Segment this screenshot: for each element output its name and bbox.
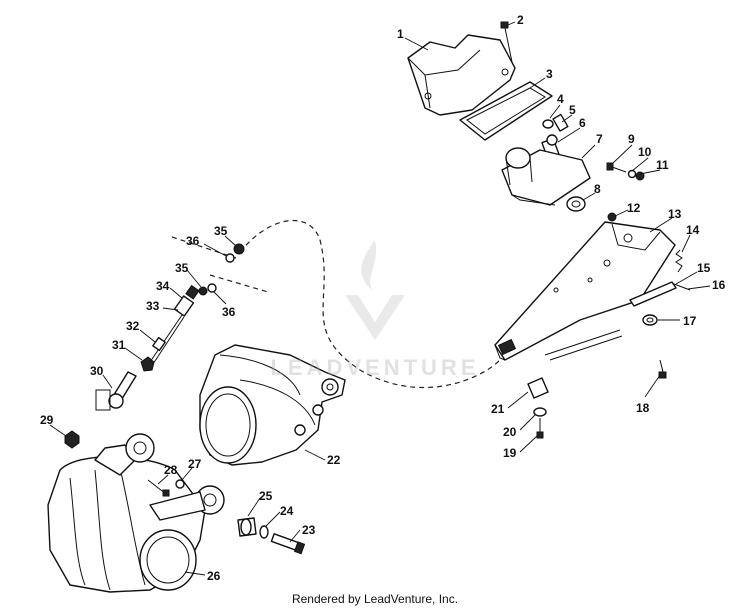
callout-14: 14 bbox=[686, 223, 700, 237]
part-14-spring bbox=[675, 249, 683, 273]
callout-30: 30 bbox=[90, 364, 104, 378]
callout-35-a: 35 bbox=[214, 224, 228, 238]
callout-10: 10 bbox=[638, 145, 652, 159]
callout-18: 18 bbox=[636, 401, 650, 415]
callout-1: 1 bbox=[397, 27, 404, 41]
callout-17: 17 bbox=[683, 314, 697, 328]
callout-24: 24 bbox=[280, 504, 294, 518]
callout-33: 33 bbox=[146, 299, 160, 313]
leadventure-watermark-logo bbox=[345, 240, 405, 340]
part-13-support-rod bbox=[544, 329, 623, 361]
callout-3: 3 bbox=[546, 67, 553, 81]
callout-23: 23 bbox=[302, 523, 316, 537]
cable-end-dashed-line-2 bbox=[171, 236, 237, 259]
callout-leader-lines bbox=[49, 21, 711, 576]
part-33-threaded-rod bbox=[149, 314, 185, 365]
callout-13: 13 bbox=[668, 207, 682, 221]
part-30-rod-end bbox=[95, 371, 137, 411]
part-29-nut bbox=[64, 430, 80, 449]
callout-8: 8 bbox=[594, 182, 601, 196]
part-12-nut bbox=[607, 212, 617, 222]
part-17-washer bbox=[642, 314, 658, 326]
callout-12: 12 bbox=[627, 201, 641, 215]
callout-21: 21 bbox=[491, 402, 505, 416]
callout-11: 11 bbox=[656, 158, 669, 172]
part-35-nut-b bbox=[198, 286, 208, 296]
control-cable-dashed-line bbox=[239, 219, 501, 389]
callout-9: 9 bbox=[628, 132, 635, 146]
part-1-cover bbox=[407, 34, 516, 116]
part-23-bolt bbox=[270, 533, 306, 555]
callout-32: 32 bbox=[126, 319, 140, 333]
callout-36-a: 36 bbox=[186, 234, 200, 248]
callout-34: 34 bbox=[156, 279, 170, 293]
callout-15: 15 bbox=[697, 261, 711, 275]
part-27-washer bbox=[175, 479, 185, 489]
callout-4: 4 bbox=[557, 92, 564, 106]
part-15-rod bbox=[629, 281, 677, 307]
part-21-foot-pad bbox=[527, 377, 549, 399]
part-16-cotter-pin bbox=[673, 283, 691, 291]
part-3-gasket bbox=[459, 81, 553, 141]
part-35-nut-a bbox=[233, 243, 245, 255]
callout-5: 5 bbox=[569, 103, 576, 117]
callout-26: 26 bbox=[207, 569, 221, 583]
callout-25: 25 bbox=[259, 489, 273, 503]
callout-16: 16 bbox=[712, 278, 726, 292]
callout-6: 6 bbox=[579, 116, 586, 130]
part-13-bracket-plate bbox=[494, 221, 676, 361]
part-19-screw bbox=[536, 418, 544, 439]
callout-28: 28 bbox=[164, 463, 178, 477]
callout-35-b: 35 bbox=[175, 261, 189, 275]
part-32-jam-nut bbox=[152, 336, 166, 352]
part-36-washer-a bbox=[225, 253, 235, 263]
part-18-screw bbox=[658, 359, 667, 379]
part-7-housing bbox=[501, 147, 591, 206]
callout-20: 20 bbox=[503, 425, 517, 439]
part-28-screw bbox=[147, 479, 170, 497]
part-5-pin bbox=[552, 113, 569, 132]
part-4-washer bbox=[542, 119, 554, 129]
callout-31: 31 bbox=[112, 338, 126, 352]
part-22-throttle-body bbox=[199, 344, 346, 466]
part-20-washer bbox=[533, 407, 547, 417]
part-8-grommet bbox=[566, 196, 586, 212]
callout-22: 22 bbox=[327, 453, 341, 467]
part-9-bolt bbox=[606, 162, 627, 173]
part-24-washer bbox=[259, 525, 269, 539]
callout-2: 2 bbox=[517, 13, 524, 27]
part-34-bolt bbox=[173, 284, 200, 317]
callout-27: 27 bbox=[188, 457, 202, 471]
part-36-washer-b bbox=[207, 283, 217, 293]
callout-19: 19 bbox=[503, 446, 517, 460]
part-25-spacer bbox=[237, 517, 257, 537]
part-10-washer bbox=[627, 169, 637, 179]
footer-credit: Rendered by LeadVenture, Inc. bbox=[291, 592, 459, 606]
callout-labels: 1 2 3 4 5 6 7 8 9 10 11 12 13 14 15 16 1… bbox=[40, 13, 726, 583]
callout-36-b: 36 bbox=[222, 305, 236, 319]
callout-29: 29 bbox=[40, 413, 54, 427]
watermark-text: LEADVENTURE bbox=[270, 355, 480, 380]
callout-7: 7 bbox=[596, 132, 603, 146]
cable-end-dashed-line bbox=[209, 274, 269, 293]
